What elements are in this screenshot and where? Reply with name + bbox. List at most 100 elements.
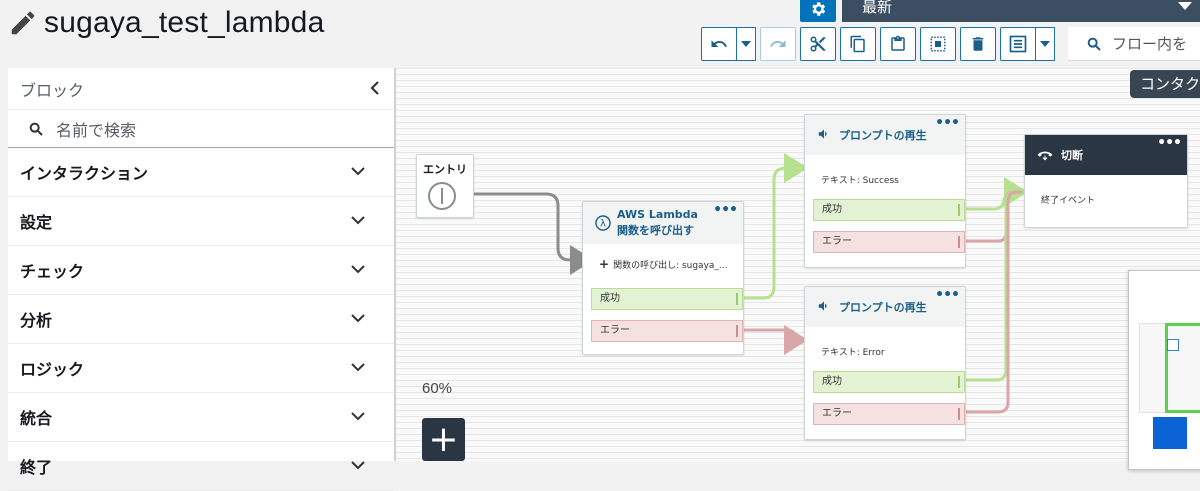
connector-handle[interactable] [958, 376, 960, 388]
chevron-left-icon[interactable] [368, 80, 382, 96]
more-options-icon[interactable]: ••• [1157, 135, 1182, 151]
sidebar-divider[interactable] [394, 68, 396, 461]
sidebar-header: ブロック [8, 68, 394, 110]
entry-connector[interactable] [440, 192, 594, 275]
minimap[interactable] [1128, 270, 1200, 470]
connector-handle[interactable] [958, 204, 960, 216]
lambda-detail-text: 関数の呼び出し: sugaya_... [613, 261, 728, 271]
flow-title: sugaya_test_lambda [44, 6, 325, 39]
flow-search-input[interactable]: フロー内を [1068, 27, 1200, 61]
play-prompt-node-1[interactable]: プロンプトの再生 ••• テキスト: Success 成功 エラー [804, 114, 966, 268]
lambda-error-connector[interactable] [738, 325, 808, 355]
chevron-down-icon [741, 41, 751, 47]
copy-icon [850, 35, 865, 53]
select-all-icon [930, 36, 946, 52]
minimap-highlight[interactable] [1165, 323, 1200, 413]
select-all-button[interactable] [920, 27, 956, 61]
chevron-down-icon [351, 461, 365, 470]
settings-button[interactable] [800, 0, 836, 22]
trash-icon [972, 37, 984, 51]
prompt1-title: プロンプトの再生 [839, 129, 927, 142]
branch-label: エラー [822, 408, 852, 419]
category-analytics[interactable]: 分析 [8, 295, 394, 344]
prompt2-success-branch[interactable]: 成功 [813, 371, 965, 393]
prompt2-error-connector[interactable] [962, 190, 1022, 414]
scissors-icon [810, 36, 826, 52]
disconnect-node[interactable]: 切断 ••• 終了イベント [1024, 134, 1188, 228]
category-label: 設定 [20, 213, 53, 232]
undo-history-dropdown[interactable] [736, 27, 756, 61]
cut-button[interactable] [800, 27, 836, 61]
lambda-success-branch[interactable]: 成功 [591, 288, 743, 310]
svg-text:λ: λ [600, 219, 606, 230]
category-label: 終了 [20, 458, 53, 477]
paste-button[interactable] [880, 27, 916, 61]
category-check[interactable]: チェック [8, 246, 394, 295]
hang-up-icon [1037, 151, 1053, 161]
more-options-icon[interactable]: ••• [935, 115, 960, 131]
category-integration[interactable]: 統合 [8, 393, 394, 442]
chevron-down-icon [351, 314, 365, 323]
search-icon [1087, 37, 1101, 51]
play-prompt-node-2[interactable]: プロンプトの再生 ••• テキスト: Error 成功 エラー [804, 286, 966, 440]
entry-node[interactable]: エントリ [416, 154, 474, 218]
header: sugaya_test_lambda 最新 フロー内を [0, 0, 1200, 68]
branch-label: 成功 [822, 204, 842, 215]
version-select-value: 最新 [862, 0, 893, 16]
prompt2-header: プロンプトの再生 ••• [805, 287, 965, 327]
undo-button[interactable] [701, 27, 737, 61]
more-options-icon[interactable]: ••• [935, 287, 960, 303]
connector-handle[interactable] [736, 325, 738, 337]
chevron-down-icon [351, 216, 365, 225]
connector-handle[interactable] [958, 408, 960, 420]
plus-icon: + [599, 257, 610, 271]
tooltip: コンタク [1130, 70, 1200, 98]
lambda-success-connector[interactable] [738, 153, 808, 300]
block-search-input[interactable]: 名前で検索 [8, 110, 394, 148]
search-icon [29, 122, 43, 136]
chevron-down-icon [1040, 41, 1050, 47]
lambda-node[interactable]: λ AWS Lambda 関数を呼び出す ••• +関数の呼び出し: sugay… [582, 201, 744, 355]
plus-icon: + [428, 418, 459, 460]
zoom-level: 60% [422, 380, 453, 397]
redo-icon [770, 40, 786, 47]
category-label: インタラクション [20, 164, 149, 183]
entry-title: エントリ [423, 163, 467, 176]
prompt1-error-branch[interactable]: エラー [813, 231, 965, 253]
delete-button[interactable] [960, 27, 996, 61]
redo-button[interactable] [760, 27, 796, 61]
minimap-node-selected [1153, 417, 1187, 449]
connector-handle[interactable] [958, 236, 960, 248]
sidebar-title: ブロック [20, 80, 85, 100]
prompt1-error-connector[interactable] [962, 190, 1022, 243]
notes-button[interactable] [1000, 27, 1036, 61]
prompt1-success-branch[interactable]: 成功 [813, 199, 965, 221]
chevron-down-icon [351, 363, 365, 372]
block-search-placeholder: 名前で検索 [56, 120, 137, 140]
category-interaction[interactable]: インタラクション [8, 148, 394, 197]
category-settings[interactable]: 設定 [8, 197, 394, 246]
chevron-down-icon [351, 412, 365, 421]
category-logic[interactable]: ロジック [8, 344, 394, 393]
copy-button[interactable] [840, 27, 876, 61]
disconnect-event: 終了イベント [1041, 196, 1096, 206]
lambda-icon: λ [595, 215, 611, 231]
prompt2-title: プロンプトの再生 [839, 301, 927, 314]
category-terminate[interactable]: 終了 [8, 442, 394, 491]
chevron-down-icon [351, 167, 365, 176]
clipboard-icon [891, 35, 905, 51]
flow-canvas[interactable]: エントリ λ AWS Lambda 関数を呼び出す ••• +関数の呼び出し: … [396, 68, 1200, 461]
entry-start-icon [428, 182, 456, 210]
prompt2-success-connector[interactable] [962, 190, 1022, 382]
notes-dropdown[interactable] [1035, 27, 1055, 61]
zoom-in-button[interactable]: + [422, 418, 465, 461]
category-label: 分析 [20, 311, 53, 330]
lambda-error-branch[interactable]: エラー [591, 320, 743, 342]
pencil-icon[interactable] [8, 8, 38, 38]
connectors [440, 153, 1028, 414]
more-options-icon[interactable]: ••• [713, 202, 738, 218]
category-label: 統合 [20, 409, 53, 428]
connector-handle[interactable] [736, 293, 738, 305]
prompt2-error-branch[interactable]: エラー [813, 403, 965, 425]
version-select[interactable]: 最新 [842, 0, 1200, 22]
